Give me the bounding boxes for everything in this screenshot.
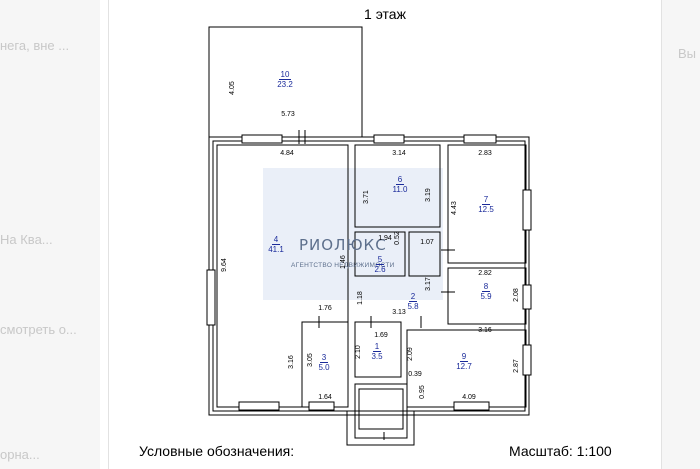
porch-steps: [346, 411, 415, 446]
room-number: 6: [395, 175, 405, 185]
dimension-label: 2.09: [407, 347, 414, 361]
ghost-text: нега, вне ...: [0, 38, 70, 53]
room-area: 41.1: [268, 245, 284, 254]
room-number: 1: [372, 342, 382, 352]
room-area: 12.5: [478, 205, 494, 214]
dimension-label: 2.08: [513, 288, 520, 302]
dimension-label: 1.07: [420, 239, 434, 246]
window: [522, 284, 532, 310]
window: [522, 189, 532, 231]
room-number: 10: [278, 70, 292, 80]
dimension-label: 9.64: [221, 258, 228, 272]
window: [241, 134, 283, 144]
window: [453, 401, 490, 411]
dimension-label: 3.16: [478, 327, 492, 334]
room-area: 3.5: [371, 352, 383, 361]
watermark-box: [263, 168, 443, 300]
ghost-text: На Ква...: [0, 232, 53, 247]
room-area: 12.7: [456, 362, 472, 371]
dimension-label: 1.94: [378, 235, 392, 242]
room-area: 5.9: [480, 292, 492, 301]
background-left-panel: нега, вне ... На Ква... смотреть о... ор…: [0, 0, 100, 469]
dimension-label: 5.73: [281, 111, 295, 118]
dimension-label: 4.84: [280, 150, 294, 157]
dimension-label: 3.05: [307, 353, 314, 367]
dimension-label: 3.19: [425, 188, 432, 202]
room-number: 3: [319, 353, 329, 363]
dimension-label: 2.82: [478, 270, 492, 277]
room-number: 9: [459, 352, 469, 362]
dimension-label: 3.14: [392, 150, 406, 157]
window: [238, 401, 280, 411]
ghost-text: орна...: [0, 447, 40, 462]
scale-label: Масштаб: 1:100: [509, 443, 612, 459]
room-area: 5.8: [407, 302, 419, 311]
room-1-outline: [354, 321, 402, 378]
floor-plan-sheet: 1 этаж: [108, 0, 662, 469]
room-5-outline: [354, 231, 406, 277]
dimension-label: 0.52: [394, 231, 401, 245]
ghost-text: смотреть о...: [0, 322, 77, 337]
dimension-label: 0.95: [419, 385, 426, 399]
dimension-label: 1.18: [357, 291, 364, 305]
dimension-label: 4.09: [462, 394, 476, 401]
room-number: 5: [375, 255, 385, 265]
dimension-label: 1.76: [318, 305, 332, 312]
dimension-label: 4.43: [451, 201, 458, 215]
sheet-title: 1 этаж: [364, 6, 406, 22]
window: [522, 344, 532, 376]
room-number: 2: [408, 292, 418, 302]
porch-outline: [354, 383, 408, 439]
window: [308, 401, 335, 411]
dimension-label: 3.17: [425, 277, 432, 291]
dimension-label: 1.46: [340, 255, 347, 269]
hall-outline: [408, 231, 441, 277]
room-area: 5.0: [318, 363, 330, 372]
room-number: 7: [481, 195, 491, 205]
watermark-subtitle: АГЕНТСТВО НЕДВИЖИМОСТИ: [291, 262, 395, 269]
floor-plan-drawing: [206, 26, 532, 446]
dimension-label: 4.05: [229, 81, 236, 95]
dimension-label: 2.83: [478, 150, 492, 157]
room-area: 23.2: [277, 80, 293, 89]
dimension-label: 2.87: [513, 359, 520, 373]
watermark-brand: РИОЛЮКС: [299, 236, 387, 254]
dimension-label: 3.16: [288, 355, 295, 369]
window: [373, 134, 405, 144]
porch-inner: [358, 388, 404, 430]
room-4-outline: [216, 144, 349, 408]
dimension-label: 1.64: [318, 394, 332, 401]
window: [463, 134, 497, 144]
dimension-label: 2.10: [355, 345, 362, 359]
dimension-label: 3.71: [363, 190, 370, 204]
room-6-outline: [354, 144, 441, 228]
room-area: 11.0: [392, 185, 408, 194]
dimension-label: 3.13: [392, 309, 406, 316]
room-area: 2.6: [374, 265, 386, 274]
dimension-label: 0.39: [408, 371, 422, 378]
room-number: 8: [481, 282, 491, 292]
background-right-panel: Вы: [662, 0, 700, 469]
legend-label: Условные обозначения:: [139, 443, 295, 459]
ghost-text: Вы: [678, 46, 697, 61]
dimension-label: 1.69: [374, 332, 388, 339]
window: [206, 269, 216, 326]
room-number: 4: [271, 235, 281, 245]
